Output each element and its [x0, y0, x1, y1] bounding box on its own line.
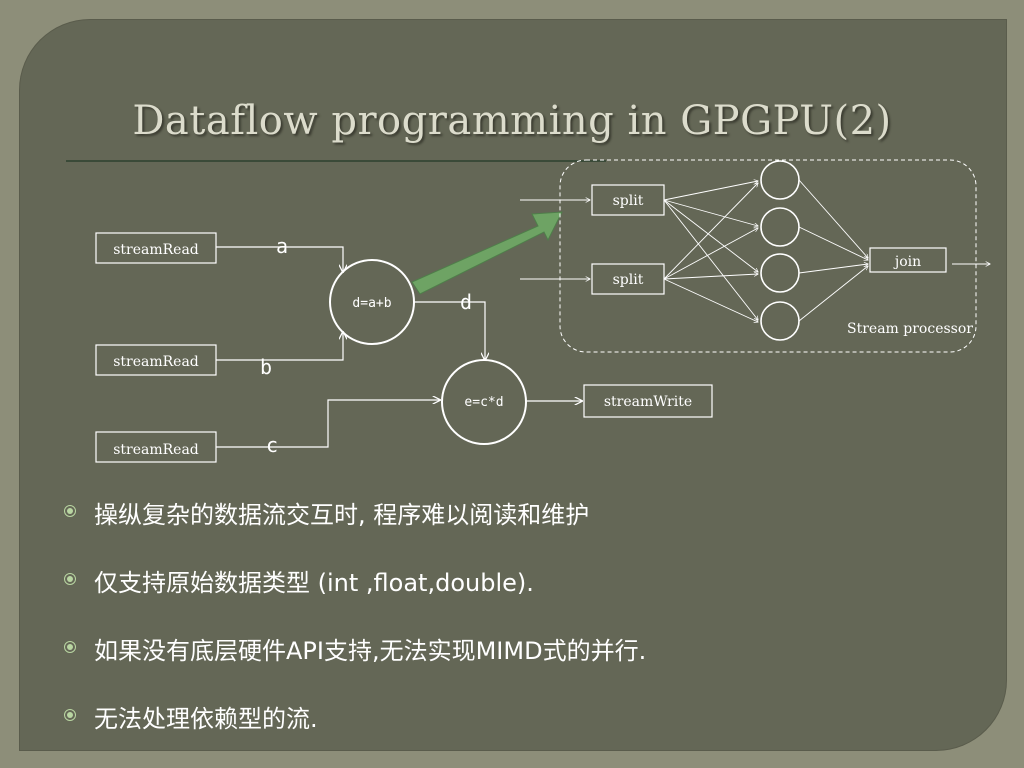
bullet-item: 无法处理依赖型的流.: [62, 682, 962, 750]
edge-b-line: [216, 332, 343, 361]
join-label: join: [893, 254, 921, 270]
processor-node-4: [760, 301, 800, 341]
node-mul-label: e=c*d: [464, 395, 503, 410]
bullet-list: 操纵复杂的数据流交互时, 程序难以阅读和维护 仅支持原始数据类型 (int ,f…: [62, 478, 962, 750]
stream-processor-boundary: [559, 159, 977, 353]
processor-node-3: [760, 253, 800, 293]
slide-title: Dataflow programming in GPGPU(2): [132, 98, 892, 144]
edge-d-label: d: [460, 290, 472, 314]
bullet-icon: [64, 641, 76, 653]
bullet-text: 操纵复杂的数据流交互时, 程序难以阅读和维护: [94, 500, 590, 529]
processor-node-1: [760, 160, 800, 200]
stream-write-box: [583, 384, 713, 418]
split-to-processor-edges: [663, 181, 758, 322]
stream-read-label-3: streamRead: [113, 442, 199, 458]
edge-c-label: c: [266, 433, 278, 457]
bullet-icon: [64, 505, 76, 517]
split-label-2: split: [613, 272, 644, 288]
bullet-icon: [64, 709, 76, 721]
bullet-item: 如果没有底层硬件API支持,无法实现MIMD式的并行.: [62, 614, 962, 682]
stream-processor-label: Stream processor: [847, 321, 973, 337]
bullet-icon: [64, 573, 76, 585]
slide-background: [20, 20, 1006, 750]
bullet-text: 无法处理依赖型的流.: [94, 704, 318, 733]
edge-b-label: b: [260, 355, 272, 379]
processor-to-join-edges: [798, 179, 868, 322]
split-label-1: split: [613, 193, 644, 209]
stream-read-box-1: [95, 232, 217, 264]
bullet-text: 如果没有底层硬件API支持,无法实现MIMD式的并行.: [94, 636, 647, 665]
bullet-text: 仅支持原始数据类型 (int ,float,double).: [94, 568, 534, 597]
edge-a-label: a: [276, 234, 288, 258]
processor-node-2: [760, 207, 800, 247]
join-box: [869, 247, 947, 273]
zoom-highlight-arrow: [411, 211, 563, 295]
edge-d-line: [414, 301, 485, 360]
stream-read-label-2: streamRead: [113, 354, 199, 370]
title-underline: [66, 160, 606, 162]
node-add-label: d=a+b: [352, 296, 391, 311]
bullet-item: 仅支持原始数据类型 (int ,float,double).: [62, 546, 962, 614]
edge-a-line: [216, 246, 343, 272]
edge-c-line: [216, 400, 440, 448]
bullet-item: 操纵复杂的数据流交互时, 程序难以阅读和维护: [62, 478, 962, 546]
stream-read-label-1: streamRead: [113, 242, 199, 258]
node-mul: [441, 359, 527, 445]
stream-write-label: streamWrite: [604, 394, 692, 410]
